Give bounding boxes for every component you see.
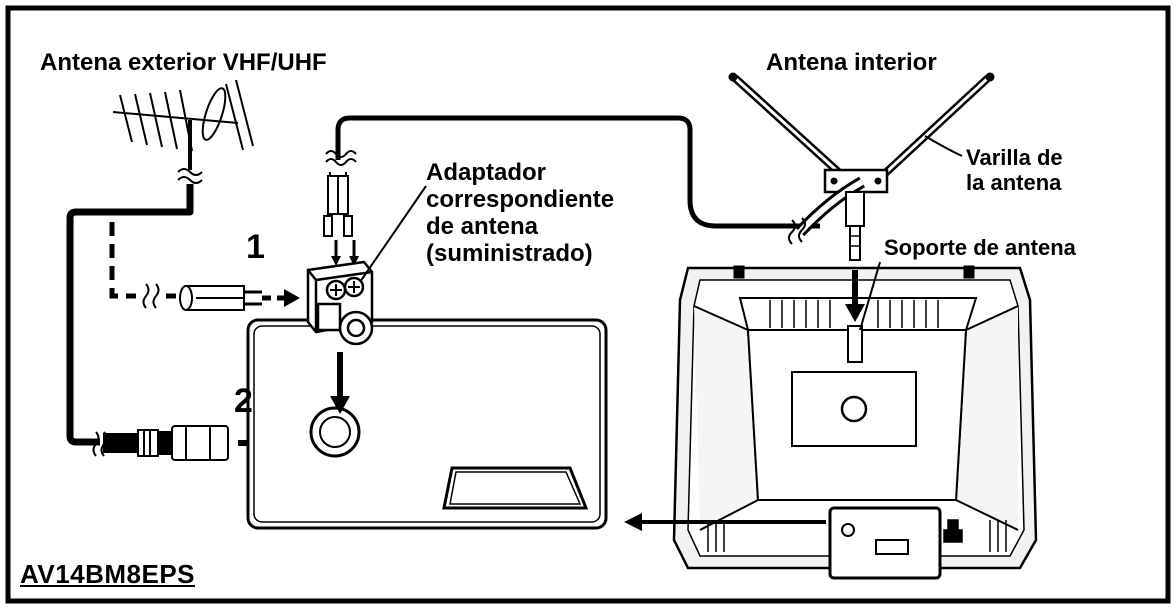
- outdoor-antenna-label: Antena exterior VHF/UHF: [40, 49, 327, 76]
- step-2-label: 2: [234, 382, 253, 420]
- tv-vent-lines: [707, 300, 1007, 552]
- indoor-antenna-icon: [728, 72, 995, 261]
- indoor-antenna-cable: [335, 115, 820, 229]
- tv-rear-icon: [672, 265, 1038, 570]
- flat-cable-dashed: [109, 222, 136, 299]
- antenna-adapter-icon: [306, 260, 374, 346]
- adapter-label: Adaptador correspondiente de antena (sum…: [426, 159, 615, 267]
- tv-connector-icon: [943, 519, 963, 543]
- outdoor-antenna-icon: [112, 79, 254, 184]
- spade-lug-leads: [323, 150, 357, 237]
- panel-slot: [442, 466, 589, 510]
- coax-plug-icon: [103, 425, 229, 461]
- support-leader-line: [859, 261, 881, 331]
- antenna-support-label: Soporte de antena: [884, 235, 1076, 260]
- model-number: AV14BM8EPS: [20, 559, 196, 589]
- flat-cable-icon: [179, 285, 262, 311]
- step-1-label: 1: [246, 228, 265, 266]
- outdoor-antenna-cable: [66, 184, 194, 446]
- indoor-antenna-label: Antena interior: [766, 49, 937, 76]
- antenna-rod-label: Varilla de la antena: [966, 145, 1063, 195]
- antenna-jack-icon: [309, 406, 361, 458]
- adapter-leader-line: [359, 185, 427, 283]
- rod-leader-line: [924, 135, 963, 157]
